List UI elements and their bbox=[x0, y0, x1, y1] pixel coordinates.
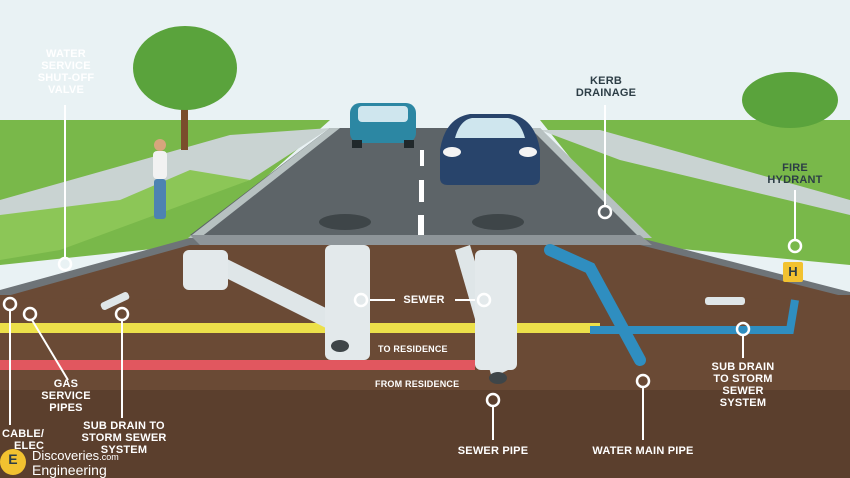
callout-dots bbox=[2, 204, 803, 408]
logo-letter: E bbox=[8, 451, 18, 467]
sewer-shaft-right bbox=[475, 250, 517, 370]
logo-engineering: Engineering bbox=[32, 462, 107, 478]
label-gas-service-pipes: GAS SERVICE PIPES bbox=[41, 378, 91, 414]
lane-mark-2 bbox=[419, 180, 424, 202]
car-navy-headlight-right bbox=[519, 147, 537, 157]
pedestrian-torso bbox=[153, 151, 167, 179]
car-teal-wheel-left bbox=[352, 140, 362, 148]
sewer-shaft-middle bbox=[325, 245, 370, 360]
label-cable-elec: CABLE/ ELEC bbox=[2, 428, 45, 452]
left-drain-pipe bbox=[100, 292, 130, 310]
manhole-left bbox=[319, 214, 371, 230]
tree-right-canopy bbox=[742, 72, 838, 128]
from-residence-pipe bbox=[0, 360, 475, 370]
road-slab-edge bbox=[190, 235, 652, 245]
hydrant-sign-letter: H bbox=[788, 264, 798, 279]
logo-mark bbox=[0, 449, 26, 475]
gas-pipe bbox=[0, 323, 600, 333]
manhole-right bbox=[472, 214, 524, 230]
car-teal-windshield bbox=[358, 106, 408, 122]
right-sidewalk bbox=[540, 130, 850, 215]
sewer-shaft-right-cap bbox=[489, 372, 507, 384]
label-sewer-pipe: SEWER PIPE bbox=[457, 445, 529, 457]
logo-discoveries: Discoveries.com bbox=[32, 448, 119, 463]
lane-mark-1 bbox=[420, 150, 424, 166]
soil-right-wedge bbox=[640, 245, 850, 300]
soil-left-wedge bbox=[0, 245, 190, 300]
label-water-main-pipe: WATER MAIN PIPE bbox=[592, 445, 694, 457]
right-drain-pipe bbox=[705, 297, 745, 305]
left-lawn-front bbox=[0, 170, 250, 260]
car-navy-headlight-left bbox=[443, 147, 461, 157]
car-teal-wheel-right bbox=[404, 140, 414, 148]
storm-sub-drain-pipe bbox=[590, 299, 799, 334]
left-kerb bbox=[188, 128, 340, 238]
soil-lower bbox=[0, 390, 850, 478]
label-fire-hydrant: FIRE HYDRANT bbox=[767, 162, 823, 186]
label-from-residence: FROM RESIDENCE bbox=[375, 379, 460, 389]
car-navy-windshield bbox=[455, 118, 525, 138]
pedestrian-head bbox=[154, 139, 166, 151]
right-kerb bbox=[530, 128, 652, 238]
engineering-discoveries-logo: E Discoveries.com Engineering bbox=[0, 446, 190, 478]
pedestrian-legs bbox=[154, 179, 166, 219]
label-to-residence: TO RESIDENCE bbox=[378, 344, 448, 354]
tree-left-trunk bbox=[181, 85, 188, 150]
tree-left-canopy bbox=[133, 26, 237, 110]
hydrant-sign bbox=[783, 262, 803, 282]
label-water-service-shutoff: WATER SERVICE SHUT-OFF VALVE bbox=[37, 48, 95, 96]
label-kerb-drainage: KERB DRAINAGE bbox=[575, 75, 637, 99]
callout-lines bbox=[9, 105, 796, 440]
label-sub-drain-storm-left: SUB DRAIN TO STORM SEWER SYSTEM bbox=[81, 420, 167, 456]
sewer-shaft-left bbox=[183, 250, 228, 290]
sewer-shaft-middle-cap bbox=[331, 340, 349, 352]
sky bbox=[0, 0, 850, 130]
label-sewer: SEWER bbox=[403, 294, 445, 306]
lane-mark-3 bbox=[418, 215, 424, 235]
label-sub-drain-storm-right: SUB DRAIN TO STORM SEWER SYSTEM bbox=[711, 361, 775, 409]
sewer-pipe-left-diagonal bbox=[210, 258, 340, 330]
